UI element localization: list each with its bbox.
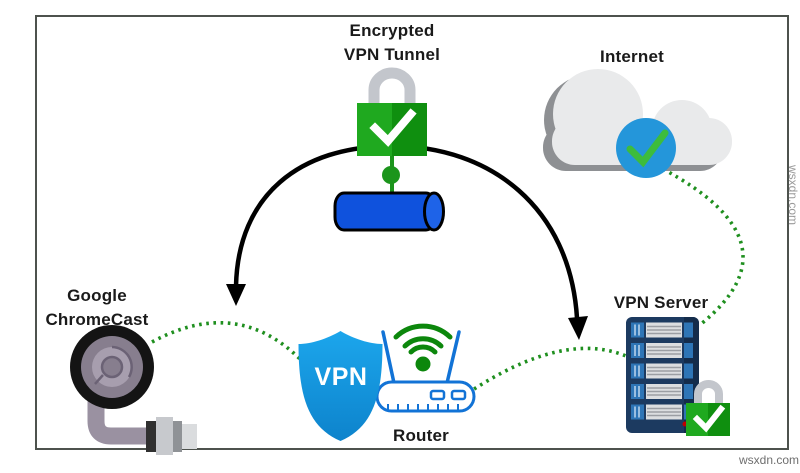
label-router: Router (393, 426, 449, 445)
label-internet: Internet (600, 47, 664, 66)
vpn-shield-icon (298, 331, 383, 441)
link-chromecast-router (151, 320, 303, 362)
internet-cloud-icon (543, 69, 732, 178)
router-icon (375, 323, 476, 413)
label-google-chromecast: Google ChromeCast (17, 284, 177, 332)
label-encrypted: Encrypted (349, 21, 435, 40)
label-encrypted-vpn-tunnel: Encrypted VPN Tunnel (292, 19, 492, 67)
label-google: Google (67, 286, 127, 305)
watermark-side: wsxdn.com (786, 165, 800, 226)
server-padlock-icon (686, 380, 730, 436)
label-vpn-shield: VPN (314, 363, 368, 391)
link-router-server (467, 346, 627, 395)
lock-tunnel-connector (382, 156, 400, 195)
internet-check-icon (616, 118, 676, 178)
vpn-server-icon (626, 317, 730, 436)
watermark-bottom: wsxdn.com (739, 453, 800, 467)
vpn-tunnel-icon (333, 191, 445, 232)
padlock-icon (357, 67, 427, 156)
wifi-dot (415, 356, 431, 372)
label-vpn-server: VPN Server (613, 293, 709, 312)
wifi-icon (393, 323, 453, 355)
dotted-connection-lines (151, 167, 745, 395)
label-vpn-tunnel: VPN Tunnel (343, 45, 441, 64)
label-chromecast: ChromeCast (45, 310, 149, 329)
encrypted-tunnel-arrows (226, 143, 588, 340)
chromecast-icon (70, 325, 197, 455)
